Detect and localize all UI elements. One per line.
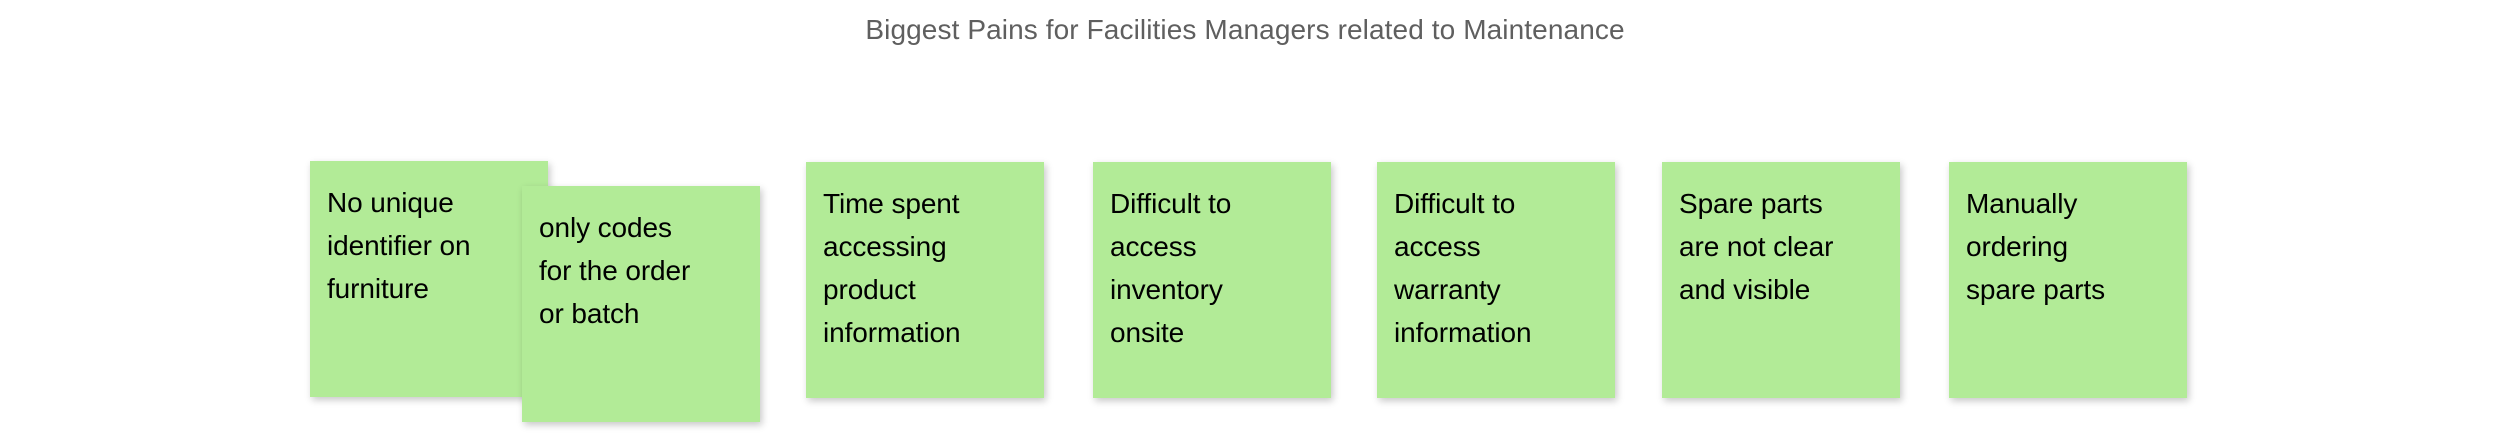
sticky-note[interactable]: only codes for the order or batch <box>522 186 760 422</box>
sticky-note-text: Manually ordering spare parts <box>1966 188 2105 305</box>
sticky-note[interactable]: Time spent accessing product information <box>806 162 1044 398</box>
sticky-note-text: only codes for the order or batch <box>539 212 691 329</box>
sticky-note[interactable]: No unique identifier on furniture <box>310 161 548 397</box>
sticky-note[interactable]: Difficult to access warranty information <box>1377 162 1615 398</box>
page-title: Biggest Pains for Facilities Managers re… <box>865 14 1625 45</box>
sticky-note-text: Time spent accessing product information <box>823 188 961 348</box>
sticky-note-text: Spare parts are not clear and visible <box>1679 188 1834 305</box>
sticky-note[interactable]: Difficult to access inventory onsite <box>1093 162 1331 398</box>
sticky-note-text: Difficult to access warranty information <box>1394 188 1532 348</box>
sticky-note-text: No unique identifier on furniture <box>327 187 471 304</box>
sticky-note[interactable]: Spare parts are not clear and visible <box>1662 162 1900 398</box>
sticky-note-text: Difficult to access inventory onsite <box>1110 188 1232 348</box>
sticky-note[interactable]: Manually ordering spare parts <box>1949 162 2187 398</box>
